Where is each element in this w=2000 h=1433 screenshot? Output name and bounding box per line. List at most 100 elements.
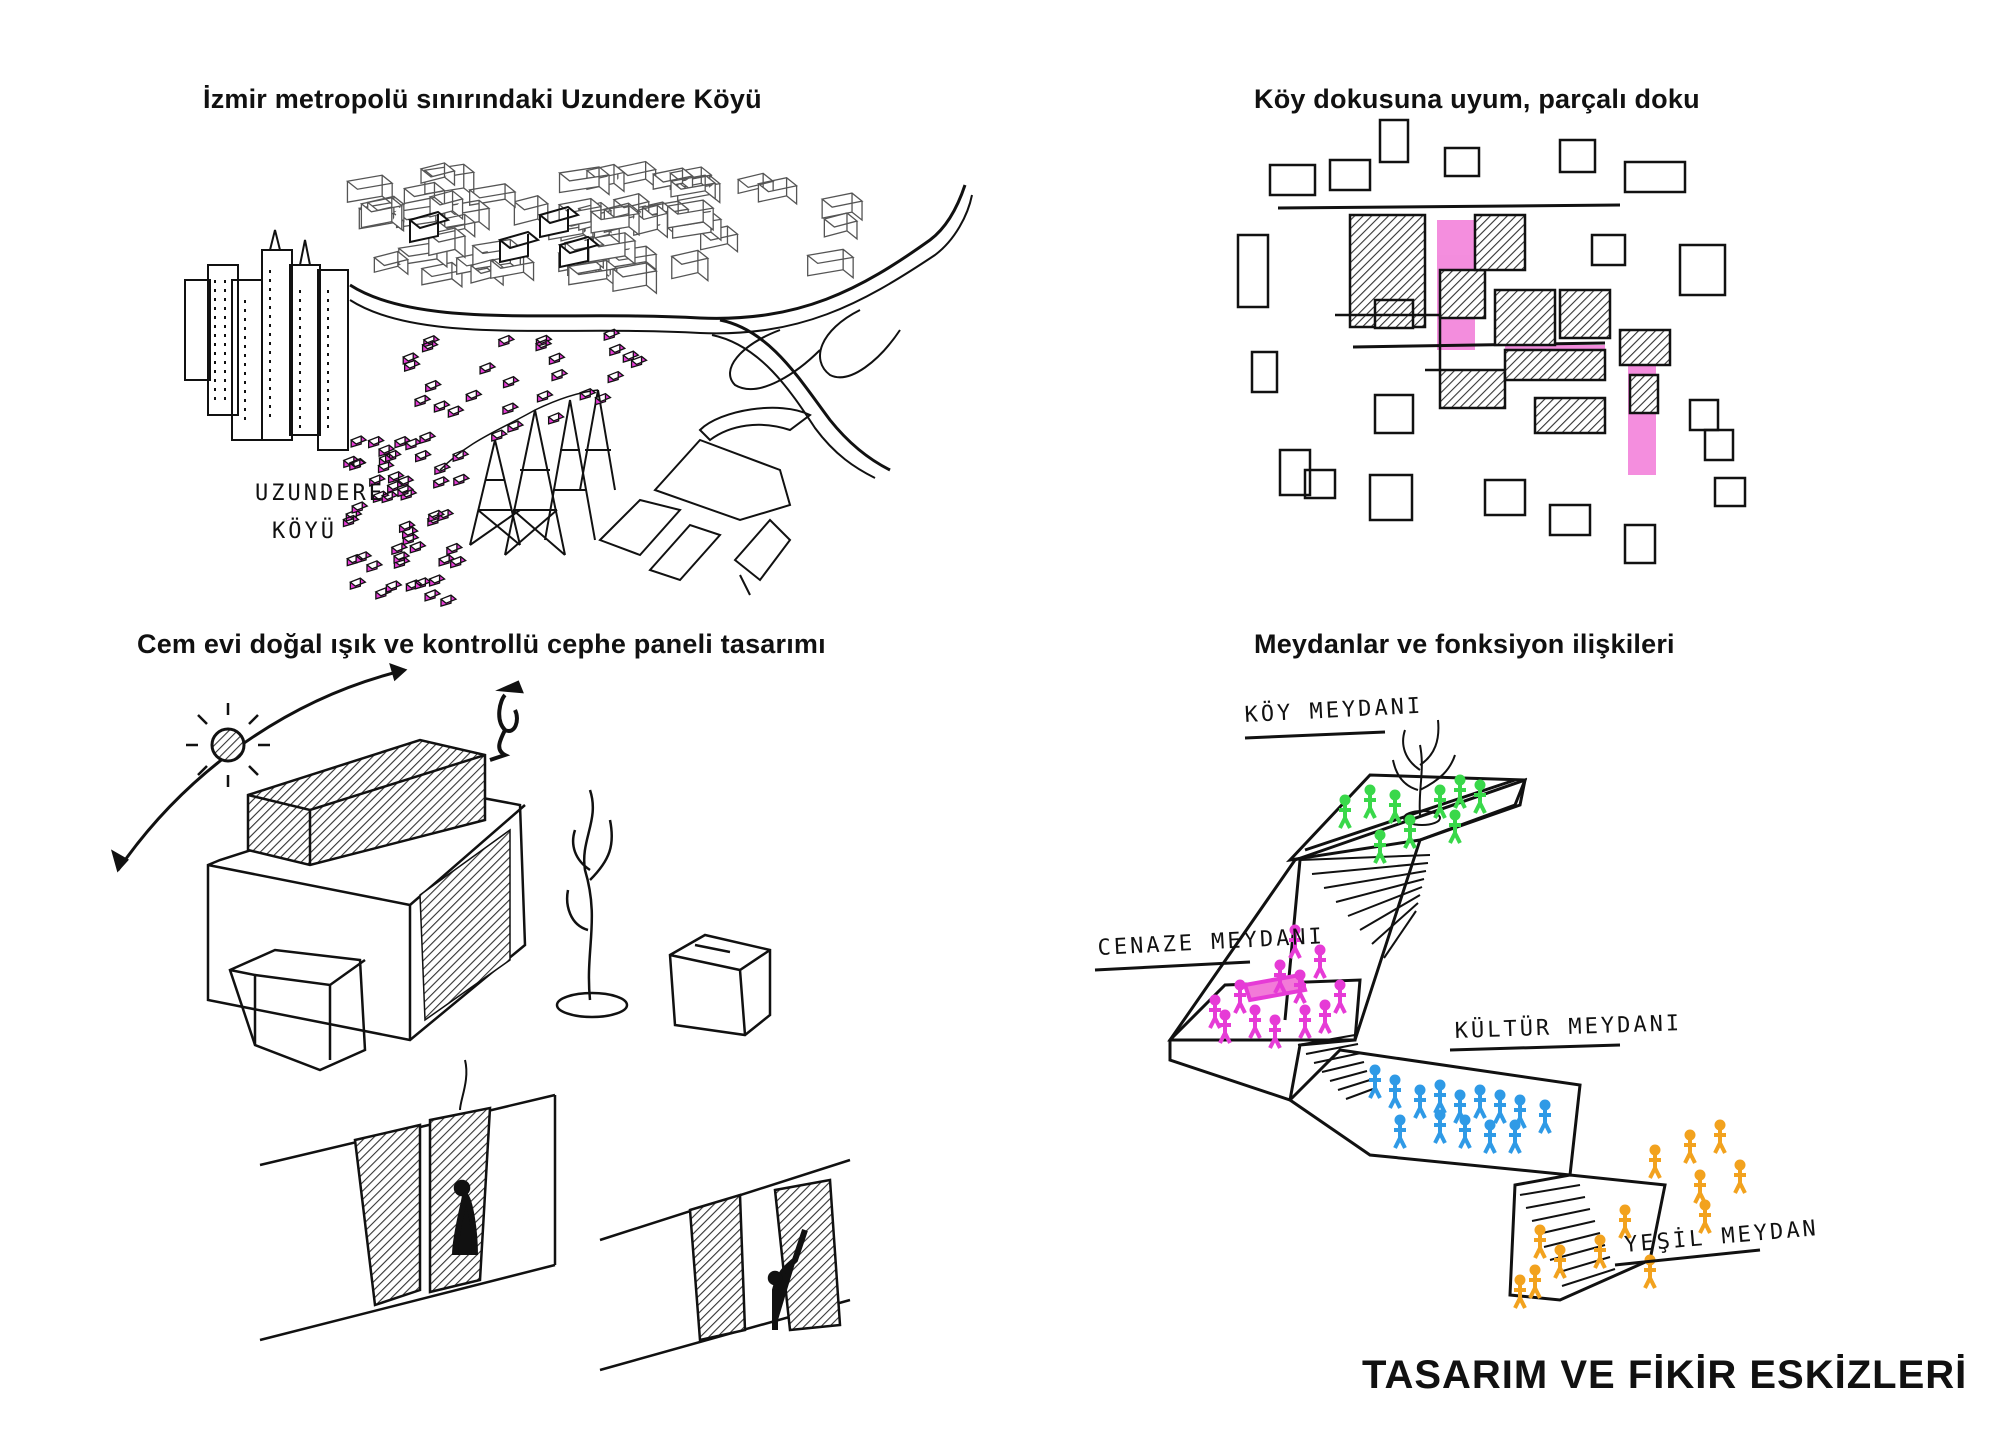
village-house — [365, 560, 384, 573]
panel-title-fabric: Köy dokusuna uyum, parçalı doku — [1254, 84, 1700, 114]
village-house — [501, 402, 520, 415]
city-house — [822, 212, 859, 241]
village-house — [432, 476, 451, 489]
footer-title: TASARIM VE FİKİR ESKİZLERİ — [1362, 1353, 1968, 1397]
person-icon — [1458, 1114, 1472, 1149]
power-pylons — [439, 389, 616, 556]
village-house — [606, 370, 625, 384]
person-icon — [1233, 979, 1247, 1014]
village-house — [385, 580, 403, 593]
village-house — [622, 350, 640, 364]
village-house — [534, 338, 553, 352]
village-house — [449, 555, 467, 569]
existing-building-blocks — [1335, 213, 1672, 435]
village-house — [409, 541, 427, 554]
person-icon — [1373, 829, 1387, 864]
city-house — [435, 213, 477, 238]
village-house — [594, 392, 612, 406]
person-icon — [1288, 924, 1302, 959]
village-house — [380, 490, 399, 504]
city-house — [611, 262, 658, 295]
village-house — [354, 551, 373, 564]
tree-icon — [555, 789, 629, 1019]
person-icon — [1433, 1109, 1447, 1144]
village-house — [386, 480, 404, 494]
person-icon — [1333, 979, 1347, 1014]
person-icon — [1508, 1119, 1522, 1154]
person-icon — [1648, 1144, 1662, 1179]
village-house — [536, 390, 554, 403]
person-icon — [1483, 1119, 1497, 1154]
village-house — [396, 484, 415, 498]
person-icon — [1683, 1129, 1697, 1164]
city-house — [670, 249, 710, 282]
village-house — [377, 444, 396, 457]
village-house — [421, 339, 439, 353]
sketch-village-map: UZUNDERE KÖYÜ — [184, 160, 973, 608]
village-house — [433, 462, 452, 476]
village-house — [502, 375, 520, 389]
city-house — [589, 204, 641, 237]
village-house — [548, 352, 566, 366]
small-volume — [668, 933, 772, 1037]
village-house — [390, 542, 409, 556]
person-icon — [1208, 994, 1222, 1029]
village-house — [602, 328, 621, 342]
village-house — [342, 514, 360, 528]
scattered-house-blocks — [1236, 118, 1747, 565]
village-house — [451, 449, 470, 463]
panel-title-cemevi: Cem evi doğal ışık ve kontrollü cephe pa… — [137, 629, 826, 659]
city-house — [666, 199, 715, 232]
village-house — [423, 589, 442, 602]
city-house — [669, 174, 717, 201]
person-icon — [1318, 999, 1332, 1034]
person-icon — [1453, 1089, 1467, 1124]
tree-icon-koy — [1392, 719, 1456, 826]
city-house — [756, 177, 799, 206]
person-icon — [1338, 794, 1352, 829]
village-house — [506, 420, 525, 433]
city-house — [632, 204, 669, 239]
person-icon — [1368, 1064, 1382, 1099]
facade-panel-detail-left — [259, 1059, 557, 1342]
village-house — [428, 574, 446, 587]
person-icon — [1618, 1204, 1632, 1239]
city-house — [557, 235, 601, 269]
village-house — [348, 458, 367, 471]
city-house — [419, 162, 456, 187]
person-icon — [1473, 779, 1487, 814]
person-icon — [1448, 809, 1462, 844]
person-icon — [1593, 1234, 1607, 1269]
sketch-label-koyu: KÖYÜ — [272, 518, 337, 544]
village-house — [392, 551, 411, 564]
village-house — [350, 501, 369, 514]
cemevi-building — [206, 738, 527, 1072]
city-house — [468, 183, 517, 209]
person-icon — [1513, 1274, 1527, 1309]
sketch-squares: KÖY MEYDANI CENAZE MEYDANI KÜLTÜR MEYDAN… — [1094, 693, 1820, 1309]
village-house — [387, 470, 405, 484]
person-icon — [1363, 784, 1377, 819]
platform-koy — [1285, 773, 1528, 863]
village-house — [427, 509, 446, 523]
city-house — [497, 230, 541, 264]
village-house — [608, 343, 627, 357]
person-icon — [1553, 1244, 1567, 1279]
village-house — [413, 394, 432, 408]
village-house — [368, 474, 387, 487]
label-yesil-meydan: YEŞİL MEYDAN — [1623, 1215, 1819, 1258]
sketch-plan-fabric — [1236, 118, 1747, 565]
person-icon — [1533, 1224, 1547, 1259]
person-icon — [1268, 1014, 1282, 1049]
person-icon — [1693, 1169, 1707, 1204]
village-house — [439, 594, 458, 608]
village-house — [490, 429, 509, 442]
person-icon — [1528, 1264, 1542, 1299]
village-house — [578, 387, 597, 401]
lamp-icon — [489, 693, 519, 762]
person-icon — [1713, 1119, 1727, 1154]
city-house — [806, 248, 855, 280]
village-house — [414, 449, 432, 463]
person-icon — [1218, 1009, 1232, 1044]
